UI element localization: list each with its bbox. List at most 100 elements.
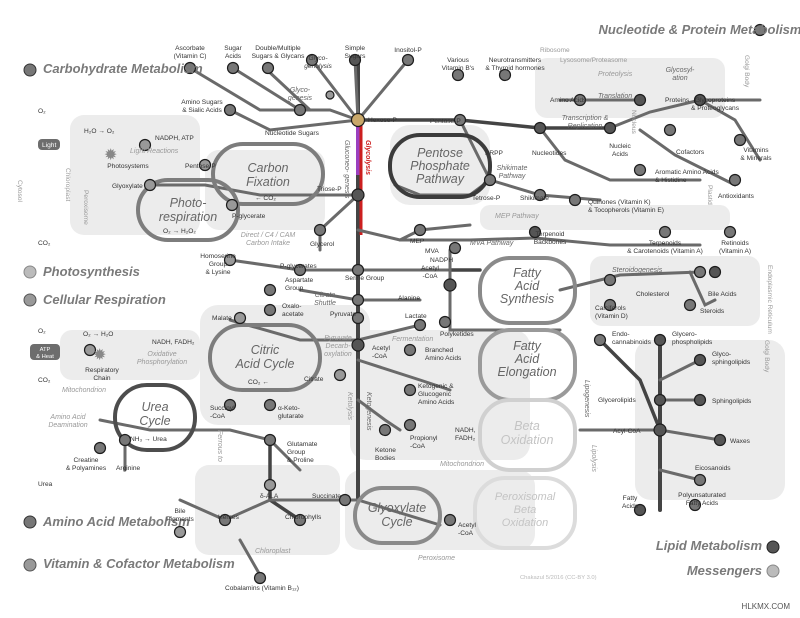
- node-branched: [403, 343, 417, 357]
- svg-text:NADPH: NADPH: [430, 257, 453, 264]
- svg-text:Cytosol: Cytosol: [16, 180, 23, 203]
- svg-text:Glyco-genolysis: Glyco-genolysis: [304, 55, 332, 70]
- atp-heat-box: [30, 344, 60, 360]
- svg-text:MEP: MEP: [410, 238, 425, 245]
- svg-text:Lipogenesis: Lipogenesis: [583, 380, 590, 418]
- node-steroids: [683, 298, 697, 312]
- lipid-title: Lipid Metabolism: [656, 538, 763, 553]
- svg-text:Aromatic Amino Acids& Histidin: Aromatic Amino Acids& Histidine: [655, 169, 719, 184]
- svg-text:CO₂ ←: CO₂ ←: [248, 379, 269, 386]
- node-pyruvate: [351, 311, 365, 325]
- node-polyunsat: [688, 498, 702, 512]
- svg-text:Cholesterol: Cholesterol: [636, 291, 670, 298]
- node-glycogenesis: [325, 90, 335, 100]
- svg-text:Urea: Urea: [38, 481, 53, 488]
- svg-text:CO₂: CO₂: [38, 240, 51, 247]
- node-acetyl-coa-low: [443, 513, 457, 527]
- node-sphingolipids: [693, 393, 707, 407]
- node-glycoproteins: [693, 93, 707, 107]
- svg-text:O₂: O₂: [38, 108, 46, 115]
- chloroplast-region-left: [70, 115, 200, 235]
- svg-text:Chloroplast: Chloroplast: [64, 168, 71, 202]
- svg-text:NADH,FADH₂: NADH,FADH₂: [455, 427, 476, 442]
- svg-text:Golgi Body: Golgi Body: [743, 55, 750, 88]
- svg-text:Succinyl-CoA: Succinyl-CoA: [210, 405, 235, 420]
- node-respiratory: [83, 343, 97, 357]
- node-antioxidants: [728, 173, 742, 187]
- pentose-phosphate-cycle: [388, 133, 492, 199]
- svg-text:Inositol-P: Inositol-P: [394, 47, 422, 54]
- svg-text:Chakazul 5/2016 (CC-BY 3.0): Chakazul 5/2016 (CC-BY 3.0): [520, 575, 597, 581]
- svg-text:Endoplasmic Reticulum: Endoplasmic Reticulum: [766, 265, 773, 334]
- metabolite-nodes: [83, 23, 767, 585]
- svg-text:Pyruvate: Pyruvate: [330, 311, 356, 318]
- node-cholesterol-side: [603, 273, 617, 287]
- urea-cycle: [113, 383, 197, 452]
- svg-text:Ketolysis: Ketolysis: [346, 392, 353, 421]
- svg-text:Lactate: Lactate: [405, 313, 427, 320]
- node-ketogenic: [403, 383, 417, 397]
- svg-text:Propionyl-CoA: Propionyl-CoA: [410, 435, 438, 450]
- photosynthesis-title: Photosynthesis: [43, 264, 140, 279]
- mep-region: [480, 205, 730, 230]
- category-labels: Carbohydrate Metabolism Nucleotide & Pro…: [42, 22, 800, 578]
- svg-text:Lipolysis: Lipolysis: [590, 445, 597, 472]
- node-ascorbate: [183, 61, 197, 75]
- svg-text:Glyoxylate: Glyoxylate: [112, 183, 143, 190]
- svg-text:← CO₂: ← CO₂: [255, 195, 276, 202]
- node-succinyl-coa: [223, 398, 237, 412]
- svg-text:Proteolysis: Proteolysis: [598, 71, 633, 78]
- pathway-lines: [98, 58, 762, 577]
- svg-text:Fermentation: Fermentation: [392, 336, 433, 343]
- svg-text:Shikimate: Shikimate: [520, 195, 549, 202]
- node-fatty-acids: [633, 503, 647, 517]
- node-glycerol: [313, 223, 327, 237]
- node-delta-ala: [263, 478, 277, 492]
- node-aromatic: [633, 163, 647, 177]
- node-glycerophospholipids: [653, 333, 667, 347]
- svg-text:Terpenoids& Carotenoids (Vitam: Terpenoids& Carotenoids (Vitamin A): [627, 240, 703, 255]
- cycles: [113, 133, 577, 550]
- svg-text:Peroxisome: Peroxisome: [418, 555, 455, 562]
- node-tetrose-p: [483, 173, 497, 187]
- svg-text:Antioxidants: Antioxidants: [718, 193, 755, 200]
- svg-text:Vitamins& Minerals: Vitamins& Minerals: [740, 147, 772, 162]
- svg-text:Chloroplast: Chloroplast: [255, 548, 291, 555]
- node-oxaloacetate: [263, 303, 277, 317]
- map-labels: O₂ H₂O → O₂ NADPH, ATP Light Light React…: [16, 47, 790, 611]
- svg-text:O₂: O₂: [38, 328, 46, 335]
- node-glycosphingolipids: [693, 353, 707, 367]
- node-malate: [233, 311, 247, 325]
- svg-text:Sphingolipids: Sphingolipids: [712, 398, 752, 405]
- citric-acid-cycle: [208, 323, 322, 392]
- nucleotide-protein-title: Nucleotide & Protein Metabolism: [599, 22, 800, 37]
- node-bile-pigments: [173, 525, 187, 539]
- node-legend-nucleotide: [753, 23, 767, 37]
- node-creatine: [93, 441, 107, 455]
- respiratory-sun-icon: ✹: [93, 347, 106, 364]
- node-amino-acids-top: [573, 93, 587, 107]
- node-amino-sugars: [223, 103, 237, 117]
- svg-text:Succinate: Succinate: [312, 493, 341, 500]
- node-nucleotides: [533, 121, 547, 135]
- svg-text:Oxalo-acetate: Oxalo-acetate: [282, 303, 304, 318]
- svg-text:Mitochondrion: Mitochondrion: [440, 461, 484, 468]
- svg-text:Creatine& Polyamines: Creatine& Polyamines: [66, 457, 107, 472]
